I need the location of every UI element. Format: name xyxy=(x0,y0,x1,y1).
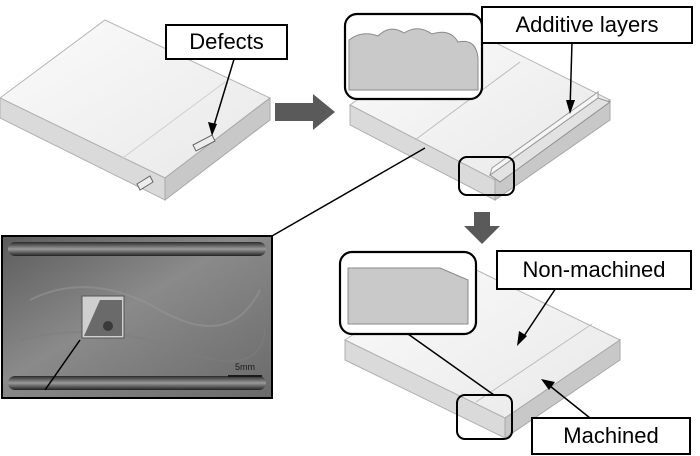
defects-label: Defects xyxy=(165,24,288,60)
additive-layers-label: Additive layers xyxy=(481,6,693,44)
scale-bar-label: 5mm xyxy=(235,362,255,372)
process-arrow-down xyxy=(464,212,500,244)
plate-with-defects xyxy=(0,19,271,202)
machined-label: Machined xyxy=(531,417,691,455)
process-arrow-right xyxy=(275,94,335,130)
non-machined-label: Non-machined xyxy=(496,250,692,290)
weld-photo: 5mm xyxy=(1,235,273,399)
plate-with-additive-layers xyxy=(343,12,612,201)
defect-mark-large xyxy=(192,134,216,152)
plate-machined xyxy=(338,250,621,440)
defect-mark-small xyxy=(136,175,154,191)
